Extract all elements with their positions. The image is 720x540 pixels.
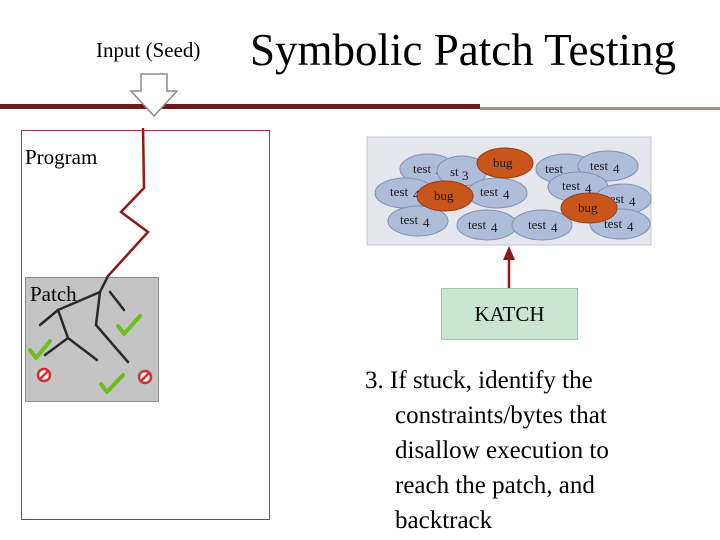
bug-label: bug	[493, 155, 513, 170]
bug-label: bug	[434, 188, 454, 203]
patch-tree	[38, 274, 130, 364]
title-rule-dark	[0, 104, 480, 109]
execution-path	[107, 127, 150, 277]
test-oval-label: test	[413, 161, 431, 176]
step-text-line: reach the patch, and	[395, 472, 595, 499]
svg-text:4: 4	[551, 220, 558, 235]
test-oval-label: test	[545, 161, 563, 176]
bug-oval: bug	[416, 180, 474, 212]
test-oval-label: test	[528, 217, 546, 232]
katch-arrow	[503, 246, 515, 288]
test-oval: test 4	[387, 205, 449, 237]
stop-icon	[36, 367, 52, 383]
patch-label: Patch	[30, 282, 77, 306]
checkmark-icon	[116, 314, 142, 336]
katch-box: KATCH	[441, 288, 578, 340]
step-text-line: backtrack	[395, 507, 493, 534]
test-oval-label: test	[590, 158, 608, 173]
svg-text:4: 4	[629, 194, 636, 209]
step-text-line: disallow execution to	[395, 437, 609, 464]
program-label: Program	[25, 145, 98, 169]
test-oval: test 4	[511, 209, 573, 241]
svg-text:4: 4	[423, 215, 430, 230]
svg-text:3: 3	[462, 168, 469, 183]
down-arrow-icon	[129, 73, 179, 118]
bug-label: bug	[578, 200, 598, 215]
svg-text:4: 4	[491, 220, 498, 235]
test-oval-label: test	[604, 216, 622, 231]
test-oval-label: test	[562, 178, 580, 193]
test-oval-label: test	[468, 217, 486, 232]
katch-label: KATCH	[474, 301, 545, 326]
checkmark-icon	[99, 373, 125, 394]
step-text: 3. If stuck, identify the constraints/by…	[365, 363, 705, 538]
test-oval-label: test	[400, 212, 418, 227]
slide-title: Symbolic Patch Testing	[250, 25, 677, 75]
svg-text:4: 4	[503, 187, 510, 202]
input-seed-label: Input (Seed)	[96, 38, 201, 62]
title-rule-light	[480, 107, 720, 110]
svg-text:4: 4	[627, 219, 634, 234]
bug-oval: bug	[476, 147, 534, 179]
test-oval: test 4	[456, 209, 518, 241]
svg-text:4: 4	[585, 181, 592, 196]
test-oval-label: test	[390, 184, 408, 199]
bug-oval: bug	[560, 192, 618, 224]
test-oval-label: test	[480, 184, 498, 199]
test-oval: test 4	[466, 177, 528, 209]
svg-text:4: 4	[413, 187, 420, 202]
svg-text:4: 4	[613, 161, 620, 176]
checkmark-icon	[28, 339, 52, 360]
step-text-line: constraints/bytes that	[395, 402, 607, 429]
stop-icon	[137, 369, 153, 385]
test-oval-label: st	[450, 164, 459, 179]
step-text-line: 3. If stuck, identify the	[365, 367, 593, 394]
